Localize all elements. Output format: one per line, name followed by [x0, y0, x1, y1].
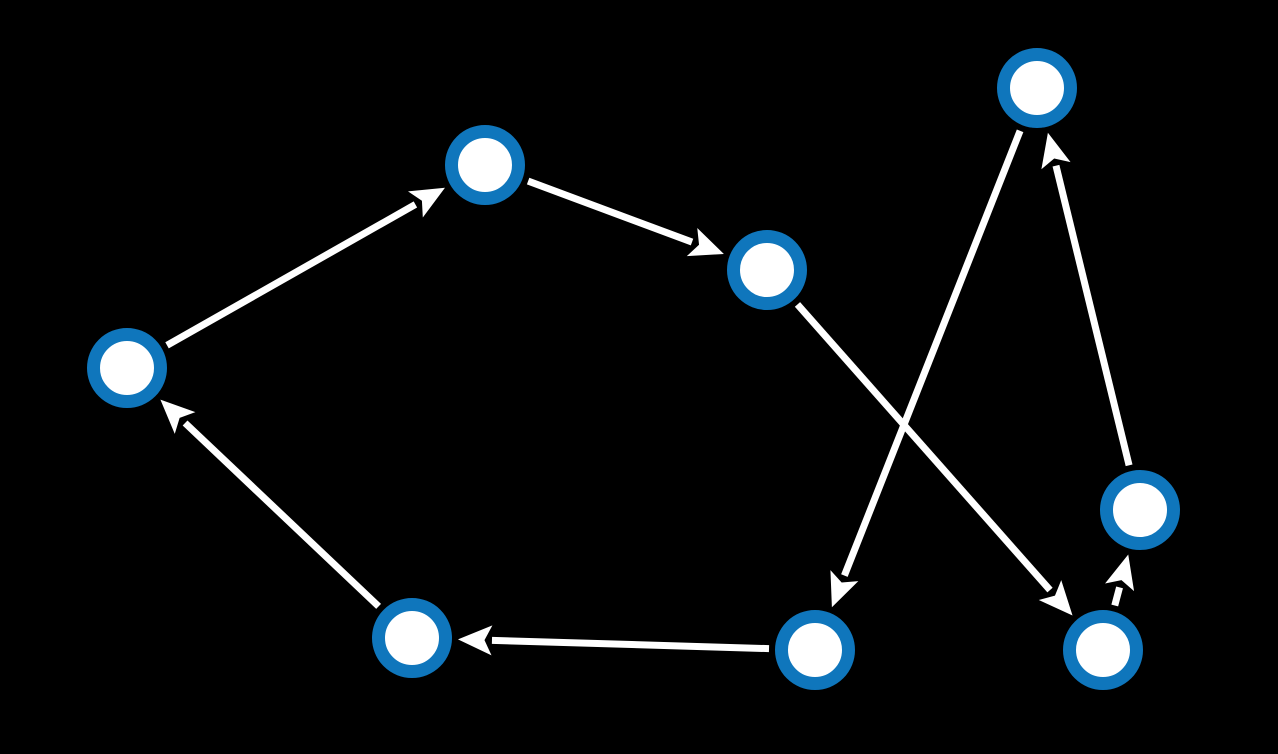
node-circle[interactable]: [727, 230, 807, 310]
graph-node[interactable]: [445, 125, 525, 205]
graph-edge: [794, 302, 1073, 616]
edge-layer: [160, 129, 1135, 656]
edge-arrowhead-icon: [160, 399, 196, 434]
node-circle[interactable]: [445, 125, 525, 205]
node-circle[interactable]: [1063, 610, 1143, 690]
edge-line: [841, 129, 1024, 577]
graph-edge: [165, 187, 445, 349]
graph-node[interactable]: [1100, 470, 1180, 550]
graph-edge: [526, 177, 724, 257]
edge-line: [794, 302, 1053, 593]
node-circle[interactable]: [775, 610, 855, 690]
edge-line: [165, 201, 418, 349]
edge-arrowhead-icon: [1041, 132, 1071, 170]
graph-edge: [457, 625, 770, 656]
edge-arrowhead-icon: [408, 187, 445, 218]
edge-arrowhead-icon: [457, 625, 493, 656]
node-circle[interactable]: [1100, 470, 1180, 550]
graph-edge: [830, 129, 1024, 608]
node-circle[interactable]: [87, 328, 167, 408]
edge-arrowhead-icon: [1038, 580, 1073, 616]
edge-line: [491, 636, 770, 653]
graph-node[interactable]: [775, 610, 855, 690]
node-layer: [87, 48, 1180, 690]
graph-edge: [160, 399, 382, 609]
edge-line: [182, 420, 382, 609]
edge-line: [526, 177, 694, 246]
graph-node[interactable]: [997, 48, 1077, 128]
node-circle[interactable]: [372, 598, 452, 678]
graph-node[interactable]: [1063, 610, 1143, 690]
graph-edge: [1041, 132, 1133, 467]
edge-line: [1111, 586, 1123, 607]
edge-line: [1052, 164, 1133, 467]
graph-node[interactable]: [87, 328, 167, 408]
edge-arrowhead-icon: [1105, 554, 1135, 592]
edge-arrowhead-icon: [686, 228, 724, 257]
graph-edge: [1105, 554, 1135, 607]
edge-arrowhead-icon: [830, 570, 859, 608]
graph-node[interactable]: [727, 230, 807, 310]
node-circle[interactable]: [997, 48, 1077, 128]
graph-node[interactable]: [372, 598, 452, 678]
